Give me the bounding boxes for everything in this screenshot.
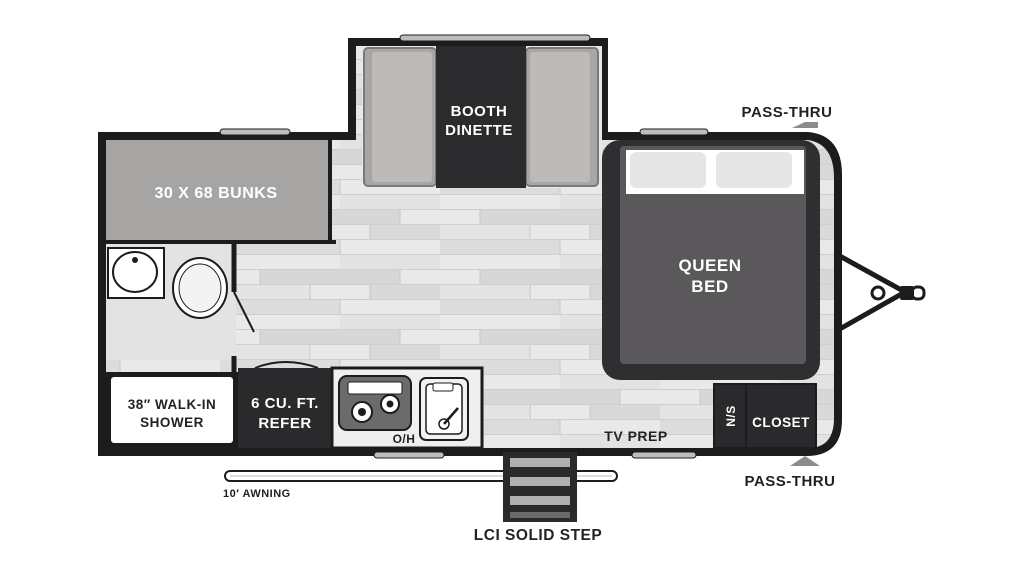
awning-label: 10′ AWNING	[223, 488, 291, 500]
night-stand-label: N/S	[724, 405, 738, 427]
booth-label-line2: DINETTE	[445, 122, 513, 139]
tv-prep-label: TV PREP	[604, 428, 667, 444]
queen-bed	[602, 140, 820, 380]
step-label: LCI SOLID STEP	[474, 527, 602, 544]
queen-label-line1: QUEEN	[679, 256, 742, 275]
pass-thru-bottom-label: PASS-THRU	[745, 473, 836, 490]
entry-step	[503, 452, 577, 522]
walk-in-shower	[109, 375, 235, 445]
overhead-label: O/H	[393, 432, 416, 446]
refer-label-line2: REFER	[258, 415, 311, 432]
pass-thru-bottom-arrow-icon	[790, 456, 820, 466]
trailer-hitch	[836, 252, 926, 333]
kitchen-counter	[330, 366, 484, 450]
bathroom-sink-icon	[112, 251, 158, 293]
queen-label-line2: BED	[691, 277, 728, 296]
pillow-right-icon	[716, 152, 792, 188]
booth-label-line1: BOOTH	[451, 103, 508, 120]
bunks	[106, 140, 330, 242]
windows	[219, 34, 709, 459]
labels: BOOTH DINETTE 30 X 68 BUNKS QUEEN BED PA…	[128, 103, 836, 544]
bathroom	[106, 244, 255, 372]
closet	[745, 383, 817, 449]
shower-label-line2: SHOWER	[140, 415, 204, 430]
closet-label: CLOSET	[752, 415, 810, 430]
booth-dinette	[362, 46, 602, 188]
pillow-left-icon	[630, 152, 706, 188]
refer-label-line1: 6 CU. FT.	[251, 395, 319, 412]
refrigerator	[238, 368, 332, 448]
pass-thru-top-arrow-icon	[792, 122, 818, 128]
bunks-label: 30 X 68 BUNKS	[155, 185, 278, 202]
night-stand	[713, 383, 747, 449]
shower-label-line1: 38″ WALK-IN	[128, 397, 216, 412]
pass-thru-top-label: PASS-THRU	[742, 104, 833, 121]
